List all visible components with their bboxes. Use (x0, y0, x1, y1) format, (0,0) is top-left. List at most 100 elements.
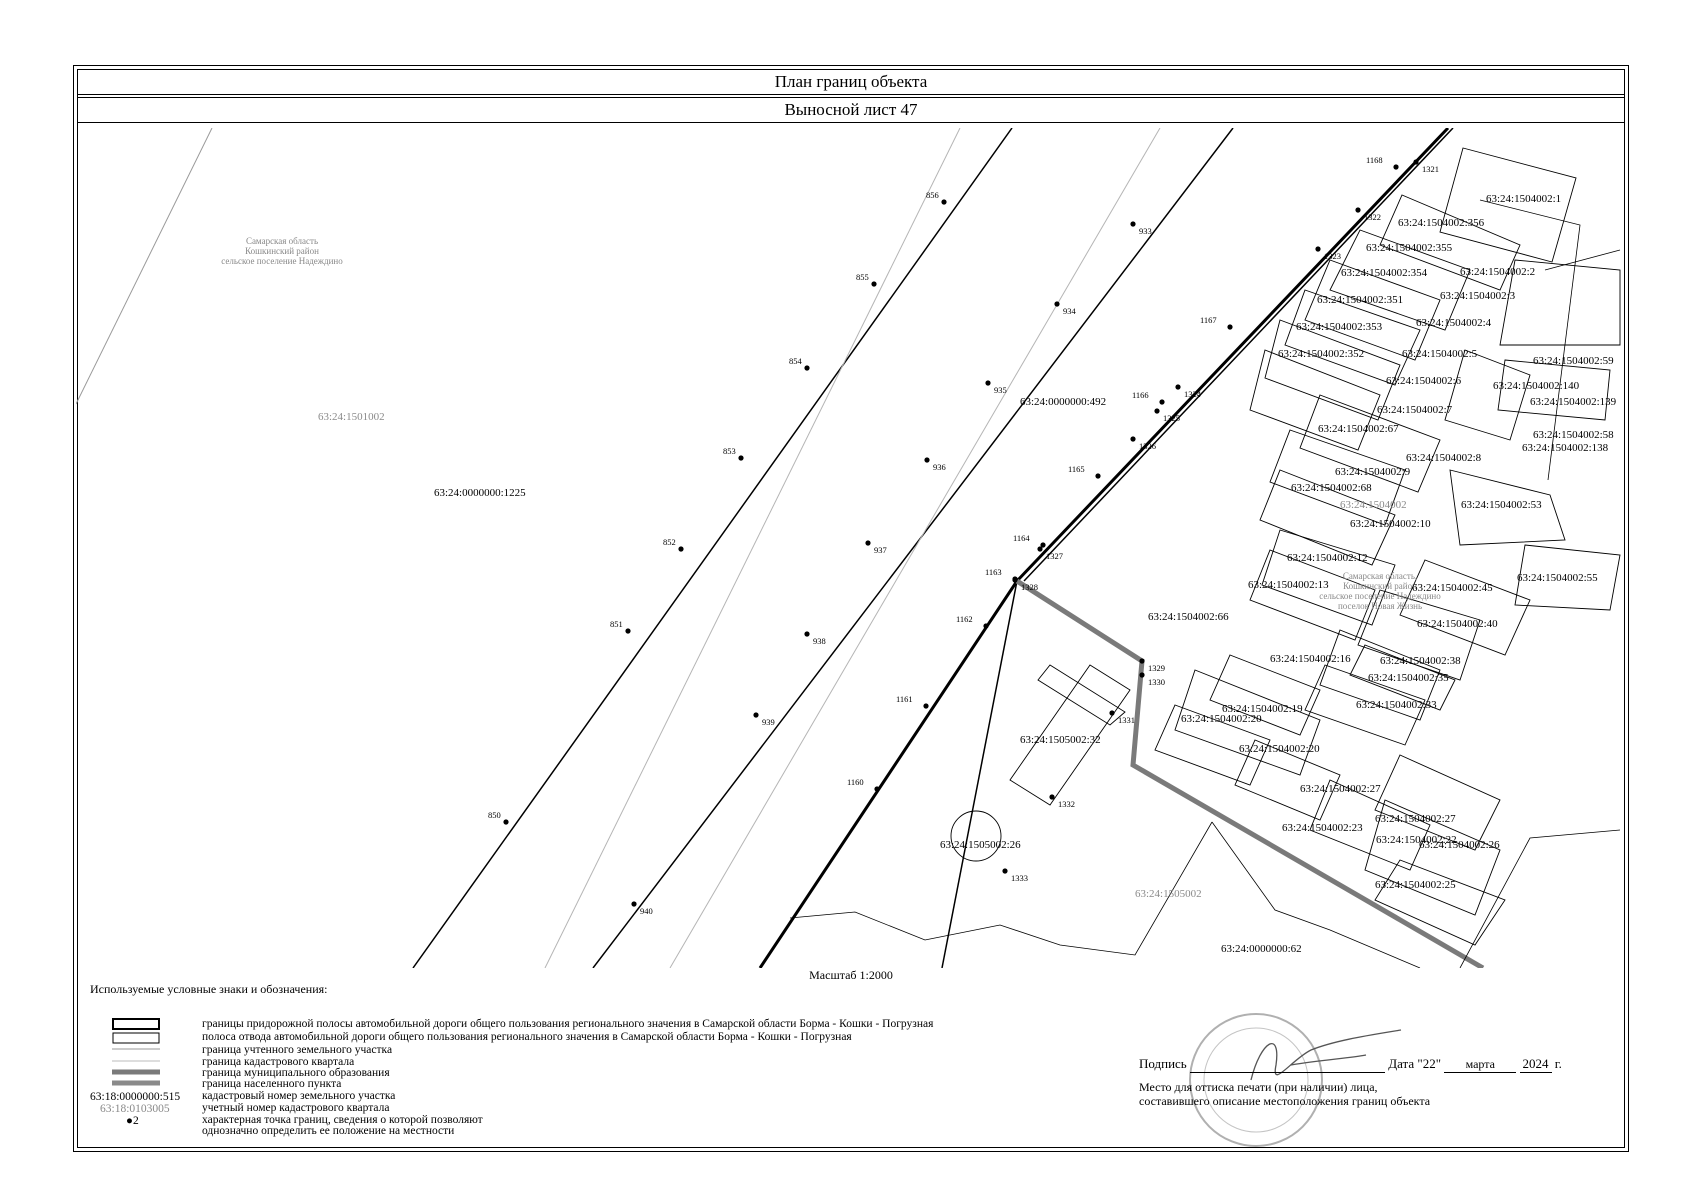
sheet-subtitle: Выносной лист 47 (78, 97, 1624, 123)
boundary-point-label: 1329 (1148, 663, 1165, 673)
boundary-point-label: 1325 (1163, 413, 1180, 423)
boundary-point (1037, 546, 1043, 552)
parcel-outline-right (1459, 829, 1621, 968)
boundary-point-label: 1326 (1139, 441, 1156, 451)
stamp-note-1: Место для оттиска печати (при наличии) л… (1139, 1080, 1378, 1094)
parcel-outline-62b (1211, 821, 1421, 968)
parcel-label: 63:24:1504002:2 (1460, 266, 1535, 278)
boundary-point-label: 1322 (1364, 212, 1381, 222)
legend-sample-quarter-number: 63:18:0103005 (100, 1103, 170, 1115)
boundary-point-label: 1327 (1046, 551, 1063, 561)
boundary-point (738, 455, 744, 461)
parcel-label: 63:24:1504002:9 (1335, 466, 1411, 478)
parcel-label: 63:24:1504002:33 (1356, 699, 1437, 711)
svg-text:63:24:1504002: 63:24:1504002 (1340, 499, 1407, 511)
parcel-label: 63:24:1504002:38 (1380, 655, 1461, 667)
stamp-note-2: составившего описание местоположения гра… (1139, 1094, 1431, 1108)
legend-sample-point: ●2 (126, 1115, 139, 1127)
parcel-label: 63:24:1504002:59 (1533, 355, 1614, 367)
legend-item-parcel-number: кадастровый номер земельного участка (202, 1090, 396, 1102)
cadastral-quarter-line-1 (544, 128, 961, 968)
parcel-label: 63:24:1504002:351 (1317, 294, 1403, 306)
boundary-point-label: 850 (488, 810, 501, 820)
parcel-polygons (1009, 147, 1621, 946)
parcel-label: 63:24:1504002:8 (1406, 452, 1482, 464)
parcel-label: 63:24:1504002:4 (1416, 317, 1492, 329)
parcel-label: 63:24:1504002:35 (1368, 672, 1449, 684)
parcel-circle-26 (950, 810, 1002, 862)
parcel-label: 63:24:1505002:32 (1020, 734, 1101, 746)
boundary-point (753, 712, 759, 718)
signature-line (1190, 1056, 1385, 1073)
boundary-point (1130, 221, 1136, 227)
boundary-point-label: 855 (856, 272, 869, 282)
boundary-point-label: 938 (813, 636, 826, 646)
parcel-label: 63:24:1504002:13 (1248, 579, 1329, 591)
boundary-point (1095, 473, 1101, 479)
boundary-point-label: 935 (994, 385, 1007, 395)
boundary-point-label: 852 (663, 537, 676, 547)
map-scale: Масштаб 1:2000 (809, 968, 893, 982)
boundary-point-label: 937 (874, 545, 887, 555)
parcel-label: 63:24:1504002:5 (1402, 348, 1478, 360)
legend-item-point-1: характерная точка границ, сведения о кот… (202, 1114, 483, 1126)
page-title: План границ объекта (78, 70, 1624, 95)
boundary-point-label: 1166 (1132, 390, 1149, 400)
parcel-label: 63:24:1504002:66 (1148, 611, 1229, 623)
boundary-point (1159, 399, 1165, 405)
boundary-point (804, 631, 810, 637)
boundary-point (503, 819, 509, 825)
parcel-label: 63:24:1504002:7 (1377, 404, 1453, 416)
parcel-label: 63:24:1504002:20 (1239, 743, 1320, 755)
quarter-labels: 63:24:1501002 63:24:1504002 63:24:150500… (318, 411, 1407, 900)
boundary-point-label: 1165 (1068, 464, 1085, 474)
boundary-point (1139, 658, 1145, 664)
parcel-label: 63:24:1504002:45 (1412, 582, 1493, 594)
parcel-label: 63:24:1504002:58 (1533, 429, 1614, 441)
boundary-point-label: 1161 (896, 694, 913, 704)
parcel-label: 63:24:1504002:27 (1300, 783, 1381, 795)
legend-item-point-2: однозначно определить ее положение на ме… (202, 1125, 455, 1137)
boundary-point-label: 1328 (1021, 582, 1038, 592)
svg-text:63:24:1501002: 63:24:1501002 (318, 411, 385, 423)
parcel-boundary-line (941, 580, 1018, 968)
parcel-label: 63:24:1504002:6 (1386, 375, 1462, 387)
date-label: Дата " (1388, 1056, 1423, 1071)
parcel-label: 63:24:1504002:20 (1181, 713, 1262, 725)
legend-item-quarter-boundary: граница кадастрового квартала (202, 1056, 355, 1068)
parcel-label: 63:24:1504002:139 (1530, 396, 1617, 408)
parcel-label: 63:24:1504002:352 (1278, 348, 1364, 360)
parcel-label: 63:24:1504002:23 (1282, 822, 1363, 834)
svg-text:Самарская область: Самарская область (246, 236, 318, 246)
parcel-outline-top-right (1544, 249, 1621, 271)
boundary-point-label: 1331 (1118, 715, 1135, 725)
parcel-outline-62 (789, 821, 1213, 956)
boundary-point (1227, 324, 1233, 330)
legend-area: Масштаб 1:2000 Используемые условные зна… (76, 968, 1626, 1150)
boundary-point (983, 623, 989, 629)
boundary-point-label: 1332 (1058, 799, 1075, 809)
settlement-boundary-symbol (112, 1080, 160, 1086)
parcel-label: 63:24:1504002:354 (1341, 267, 1428, 279)
parcel-label: 63:24:1504002:355 (1366, 242, 1453, 254)
municipal-boundary-symbol (112, 1069, 160, 1075)
boundary-point (941, 199, 947, 205)
boundary-point-label: 1333 (1011, 873, 1028, 883)
parcel-label: 63:24:1504002:27 (1375, 813, 1456, 825)
parcel-label: 63:24:1504002:10 (1350, 518, 1431, 530)
svg-text:поселок Новая Жизнь: поселок Новая Жизнь (1338, 601, 1422, 611)
svg-text:Самарская область,: Самарская область, (1343, 571, 1417, 581)
boundary-point (804, 365, 810, 371)
boundary-point (1049, 794, 1055, 800)
parcel-label: 63:24:1504002:12 (1287, 552, 1368, 564)
signature-label: Подпись (1139, 1056, 1187, 1071)
boundary-point (871, 281, 877, 287)
parcel-label: 63:24:1504002:67 (1318, 423, 1399, 435)
boundary-point (1315, 246, 1321, 252)
boundary-point (625, 628, 631, 634)
boundary-point (1175, 384, 1181, 390)
boundary-point-label: 1324 (1184, 389, 1202, 399)
boundary-point (1012, 577, 1018, 583)
legend-item-settlement: граница населенного пункта (202, 1078, 342, 1090)
boundary-point (1054, 301, 1060, 307)
